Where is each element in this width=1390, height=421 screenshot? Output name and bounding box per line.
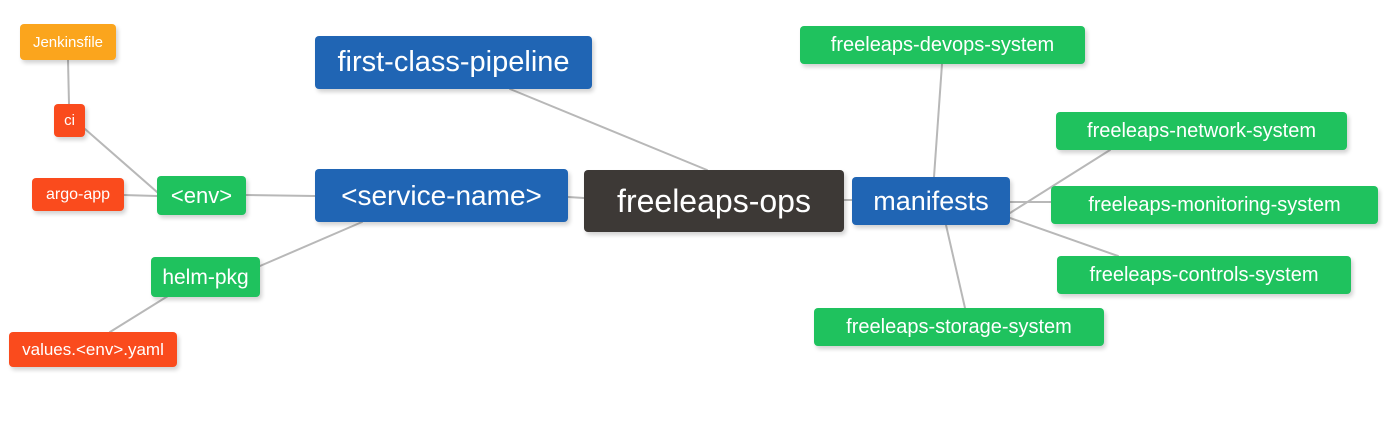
edge-env-to-service-name — [245, 194, 316, 197]
edge-service-name-to-helm-pkg — [259, 221, 363, 267]
node-label-helm-pkg: helm-pkg — [162, 265, 249, 289]
node-ci[interactable]: ci — [54, 104, 85, 137]
node-label-manifests: manifests — [873, 185, 989, 216]
node-env[interactable]: <env> — [157, 176, 246, 215]
node-label-argo-app: argo-app — [45, 185, 111, 203]
node-label-freeleaps-storage-system: freeleaps-storage-system — [846, 316, 1072, 338]
node-manifests[interactable]: manifests — [852, 177, 1010, 225]
node-first-class-pipeline[interactable]: first-class-pipeline — [315, 36, 592, 89]
node-label-freeleaps-devops-system: freeleaps-devops-system — [830, 34, 1055, 56]
node-freeleaps-devops-system[interactable]: freeleaps-devops-system — [800, 26, 1085, 64]
edge-helm-pkg-to-values-yaml — [109, 290, 177, 333]
node-label-first-class-pipeline: first-class-pipeline — [337, 46, 570, 78]
node-label-ci: ci — [64, 112, 75, 129]
node-label-jenkinsfile: Jenkinsfile — [32, 33, 104, 51]
edge-argo-app-to-env — [123, 194, 158, 197]
node-label-env: <env> — [170, 182, 233, 208]
node-label-freeleaps-network-system: freeleaps-network-system — [1087, 120, 1316, 142]
edge-manifests-to-freeleaps-devops-system — [933, 63, 943, 178]
node-freeleaps-storage-system[interactable]: freeleaps-storage-system — [814, 308, 1104, 346]
edge-manifests-to-freeleaps-storage-system — [945, 224, 966, 309]
node-freeleaps-controls-system[interactable]: freeleaps-controls-system — [1057, 256, 1351, 294]
node-label-freeleaps-controls-system: freeleaps-controls-system — [1089, 264, 1319, 286]
node-freeleaps-ops[interactable]: freeleaps-ops — [584, 170, 844, 232]
edge-freeleaps-ops-to-first-class-pipeline — [509, 88, 708, 171]
node-values-yaml[interactable]: values.<env>.yaml — [9, 332, 177, 367]
node-argo-app[interactable]: argo-app — [32, 178, 124, 211]
edge-service-name-to-freeleaps-ops — [567, 196, 585, 199]
node-label-values-yaml: values.<env>.yaml — [22, 340, 164, 359]
node-freeleaps-monitoring-system[interactable]: freeleaps-monitoring-system — [1051, 186, 1378, 224]
node-jenkinsfile[interactable]: Jenkinsfile — [20, 24, 116, 60]
edge-jenkinsfile-to-ci — [67, 59, 70, 105]
node-label-freeleaps-ops: freeleaps-ops — [617, 183, 811, 219]
node-freeleaps-network-system[interactable]: freeleaps-network-system — [1056, 112, 1347, 150]
node-label-freeleaps-monitoring-system: freeleaps-monitoring-system — [1088, 194, 1341, 216]
node-service-name[interactable]: <service-name> — [315, 169, 568, 222]
node-label-service-name: <service-name> — [341, 179, 542, 211]
node-helm-pkg[interactable]: helm-pkg — [151, 257, 260, 297]
